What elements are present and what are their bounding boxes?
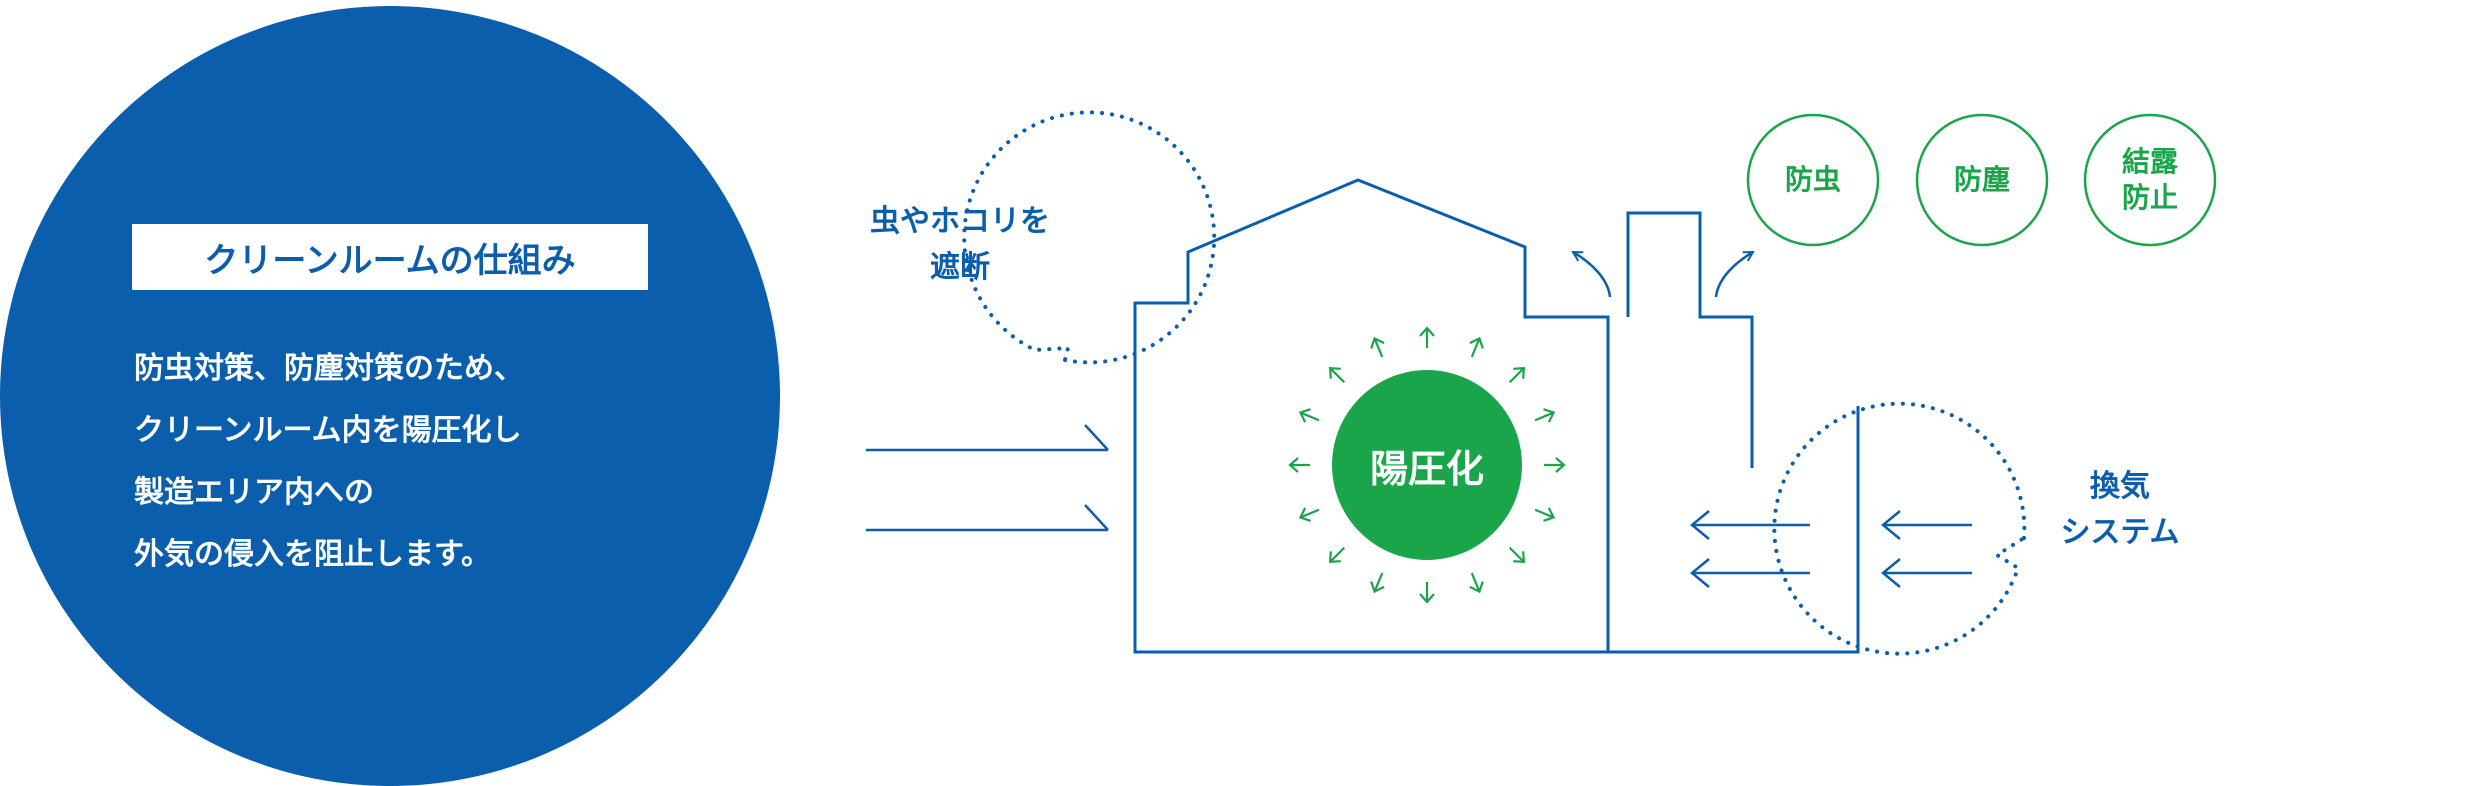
exhaust-arrow-left	[1573, 250, 1612, 298]
bubble-right-outline	[1772, 401, 2027, 656]
intro-title: クリーンルームの仕組み	[132, 224, 648, 290]
pressure-arrow	[1298, 507, 1320, 522]
benefit-label-3-line-1: 結露	[2121, 145, 2178, 178]
intro-line-1: 防虫対策、防塵対策のため、	[134, 351, 524, 386]
pressure-arrow	[1534, 408, 1556, 423]
intro-description: 防虫対策、防塵対策のため、 クリーンルーム内を陽圧化し 製造エリア内への 外気の…	[134, 338, 524, 586]
vent-arrow-outer-1	[1881, 510, 1972, 540]
benefit-circle-2	[1915, 113, 2049, 247]
bubble-left-line-2: 遮断	[930, 250, 990, 285]
pressure-arrow	[1534, 507, 1556, 522]
bubble-right-line-1: 換気	[2090, 469, 2150, 504]
pressure-arrow	[1370, 336, 1385, 358]
benefit-label-2-line-1: 防塵	[1953, 163, 2010, 196]
positive-pressure-arrows	[1288, 326, 1566, 604]
positive-pressure-label: 陽圧化	[1369, 446, 1484, 491]
bubble-right-text: 換気 システム	[2000, 455, 2240, 565]
benefit-label-3-line-2: 防止	[2121, 181, 2178, 214]
pressure-arrow	[1544, 457, 1566, 473]
benefit-label-3: 結露 防止	[2090, 140, 2210, 220]
pressure-arrow	[1328, 546, 1346, 564]
intro-line-2: クリーンルーム内を陽圧化し	[134, 413, 522, 448]
bubble-left-text: 虫やホコリを 遮断	[830, 190, 1090, 300]
intro-line-3: 製造エリア内への	[134, 475, 374, 510]
building-outline	[1133, 178, 1860, 654]
pressure-arrow	[1298, 408, 1320, 423]
intro-line-4: 外気の侵入を阻止します。	[134, 537, 491, 572]
pressure-arrow	[1508, 366, 1526, 384]
positive-pressure-circle	[1332, 370, 1522, 560]
benefit-circle-1	[1746, 113, 1880, 247]
benefit-label-1: 防虫	[1753, 145, 1873, 215]
bubble-left-line-1: 虫やホコリを	[870, 204, 1050, 239]
bubble-right-line-2: システム	[2060, 515, 2180, 550]
benefit-label-1-line-1: 防虫	[1784, 163, 1841, 196]
exhaust-arrow-right	[1714, 250, 1753, 298]
pressure-arrow	[1370, 572, 1385, 594]
pressure-arrow	[1288, 457, 1310, 473]
left-arrow-2	[866, 504, 1109, 532]
pressure-arrow	[1469, 572, 1484, 594]
benefit-circle-3	[2083, 113, 2217, 247]
pressure-arrow	[1328, 366, 1346, 384]
vent-arrow-inner-1	[1690, 510, 1810, 540]
pressure-arrow	[1419, 582, 1435, 604]
vent-arrow-outer-2	[1881, 558, 1972, 588]
intro-circle	[0, 6, 780, 786]
pressure-arrow	[1419, 326, 1435, 348]
left-arrow-1	[866, 424, 1109, 452]
pressure-arrow	[1469, 336, 1484, 358]
bubble-left-outline	[962, 110, 1217, 365]
benefit-label-2: 防塵	[1922, 145, 2042, 215]
pressure-arrow	[1508, 546, 1526, 564]
vent-arrow-inner-2	[1690, 558, 1810, 588]
